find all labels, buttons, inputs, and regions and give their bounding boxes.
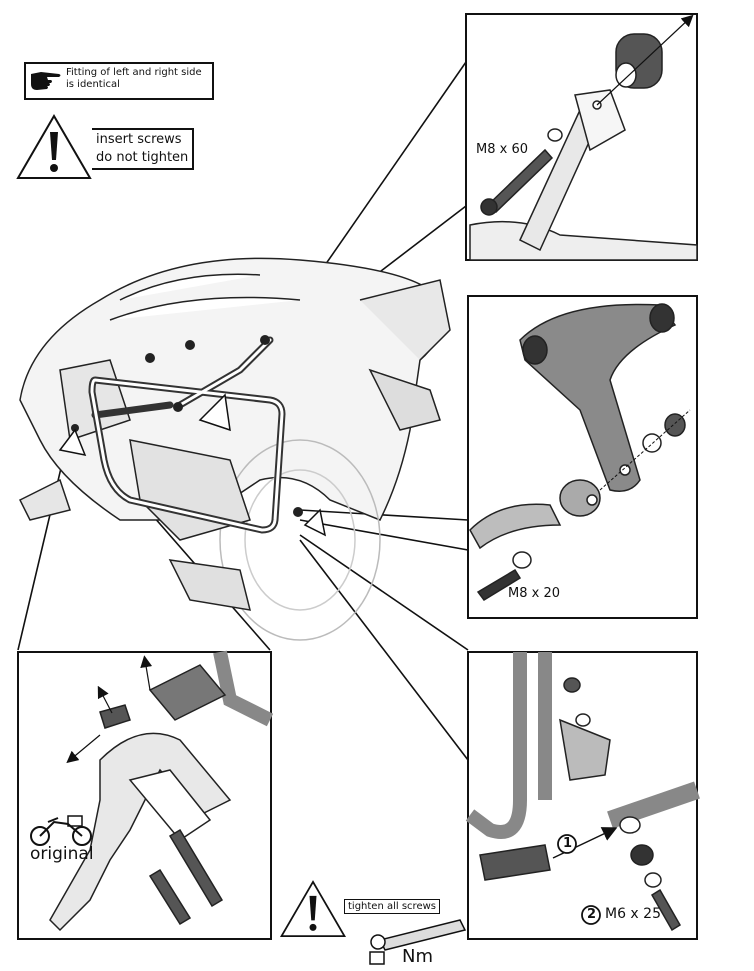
insert-screws-text: insert screws do not tighten <box>92 128 195 170</box>
insert-screws-line1: insert screws <box>96 132 182 147</box>
identical-side-note: Fitting of left and right side is identi… <box>24 62 214 100</box>
step-1-number: 1 <box>563 836 573 851</box>
detail-panel-top-right <box>465 13 698 261</box>
tighten-all-text: tighten all screws <box>344 899 440 914</box>
original-label: original <box>30 844 94 864</box>
hand-pointer-icon <box>31 72 61 90</box>
motorcycle-icon <box>30 815 92 846</box>
screw-label-m6x25: M6 x 25 <box>605 906 661 922</box>
step-2-number: 2 <box>587 907 597 922</box>
pannier-frame-inner <box>90 338 284 532</box>
motorcycle-sketch <box>18 257 451 641</box>
detail-panel-bottom-left <box>17 650 274 940</box>
torque-unit-label: Nm <box>402 946 433 967</box>
torque-wrench-icon <box>369 919 467 965</box>
warning-triangle-icon-2 <box>279 880 347 937</box>
screw-label-m8x20: M8 x 20 <box>508 586 560 601</box>
warning-triangle-icon <box>16 114 92 179</box>
direction-arrows <box>58 393 327 537</box>
detail-panel-middle-right <box>467 295 698 619</box>
detail-panel-bottom-right <box>465 651 700 940</box>
identical-side-text: Fitting of left and right side is identi… <box>66 67 202 90</box>
screw-label-m8x60: M8 x 60 <box>476 142 528 157</box>
mount-screws <box>71 335 303 517</box>
insert-screws-line2: do not tighten <box>96 150 189 165</box>
